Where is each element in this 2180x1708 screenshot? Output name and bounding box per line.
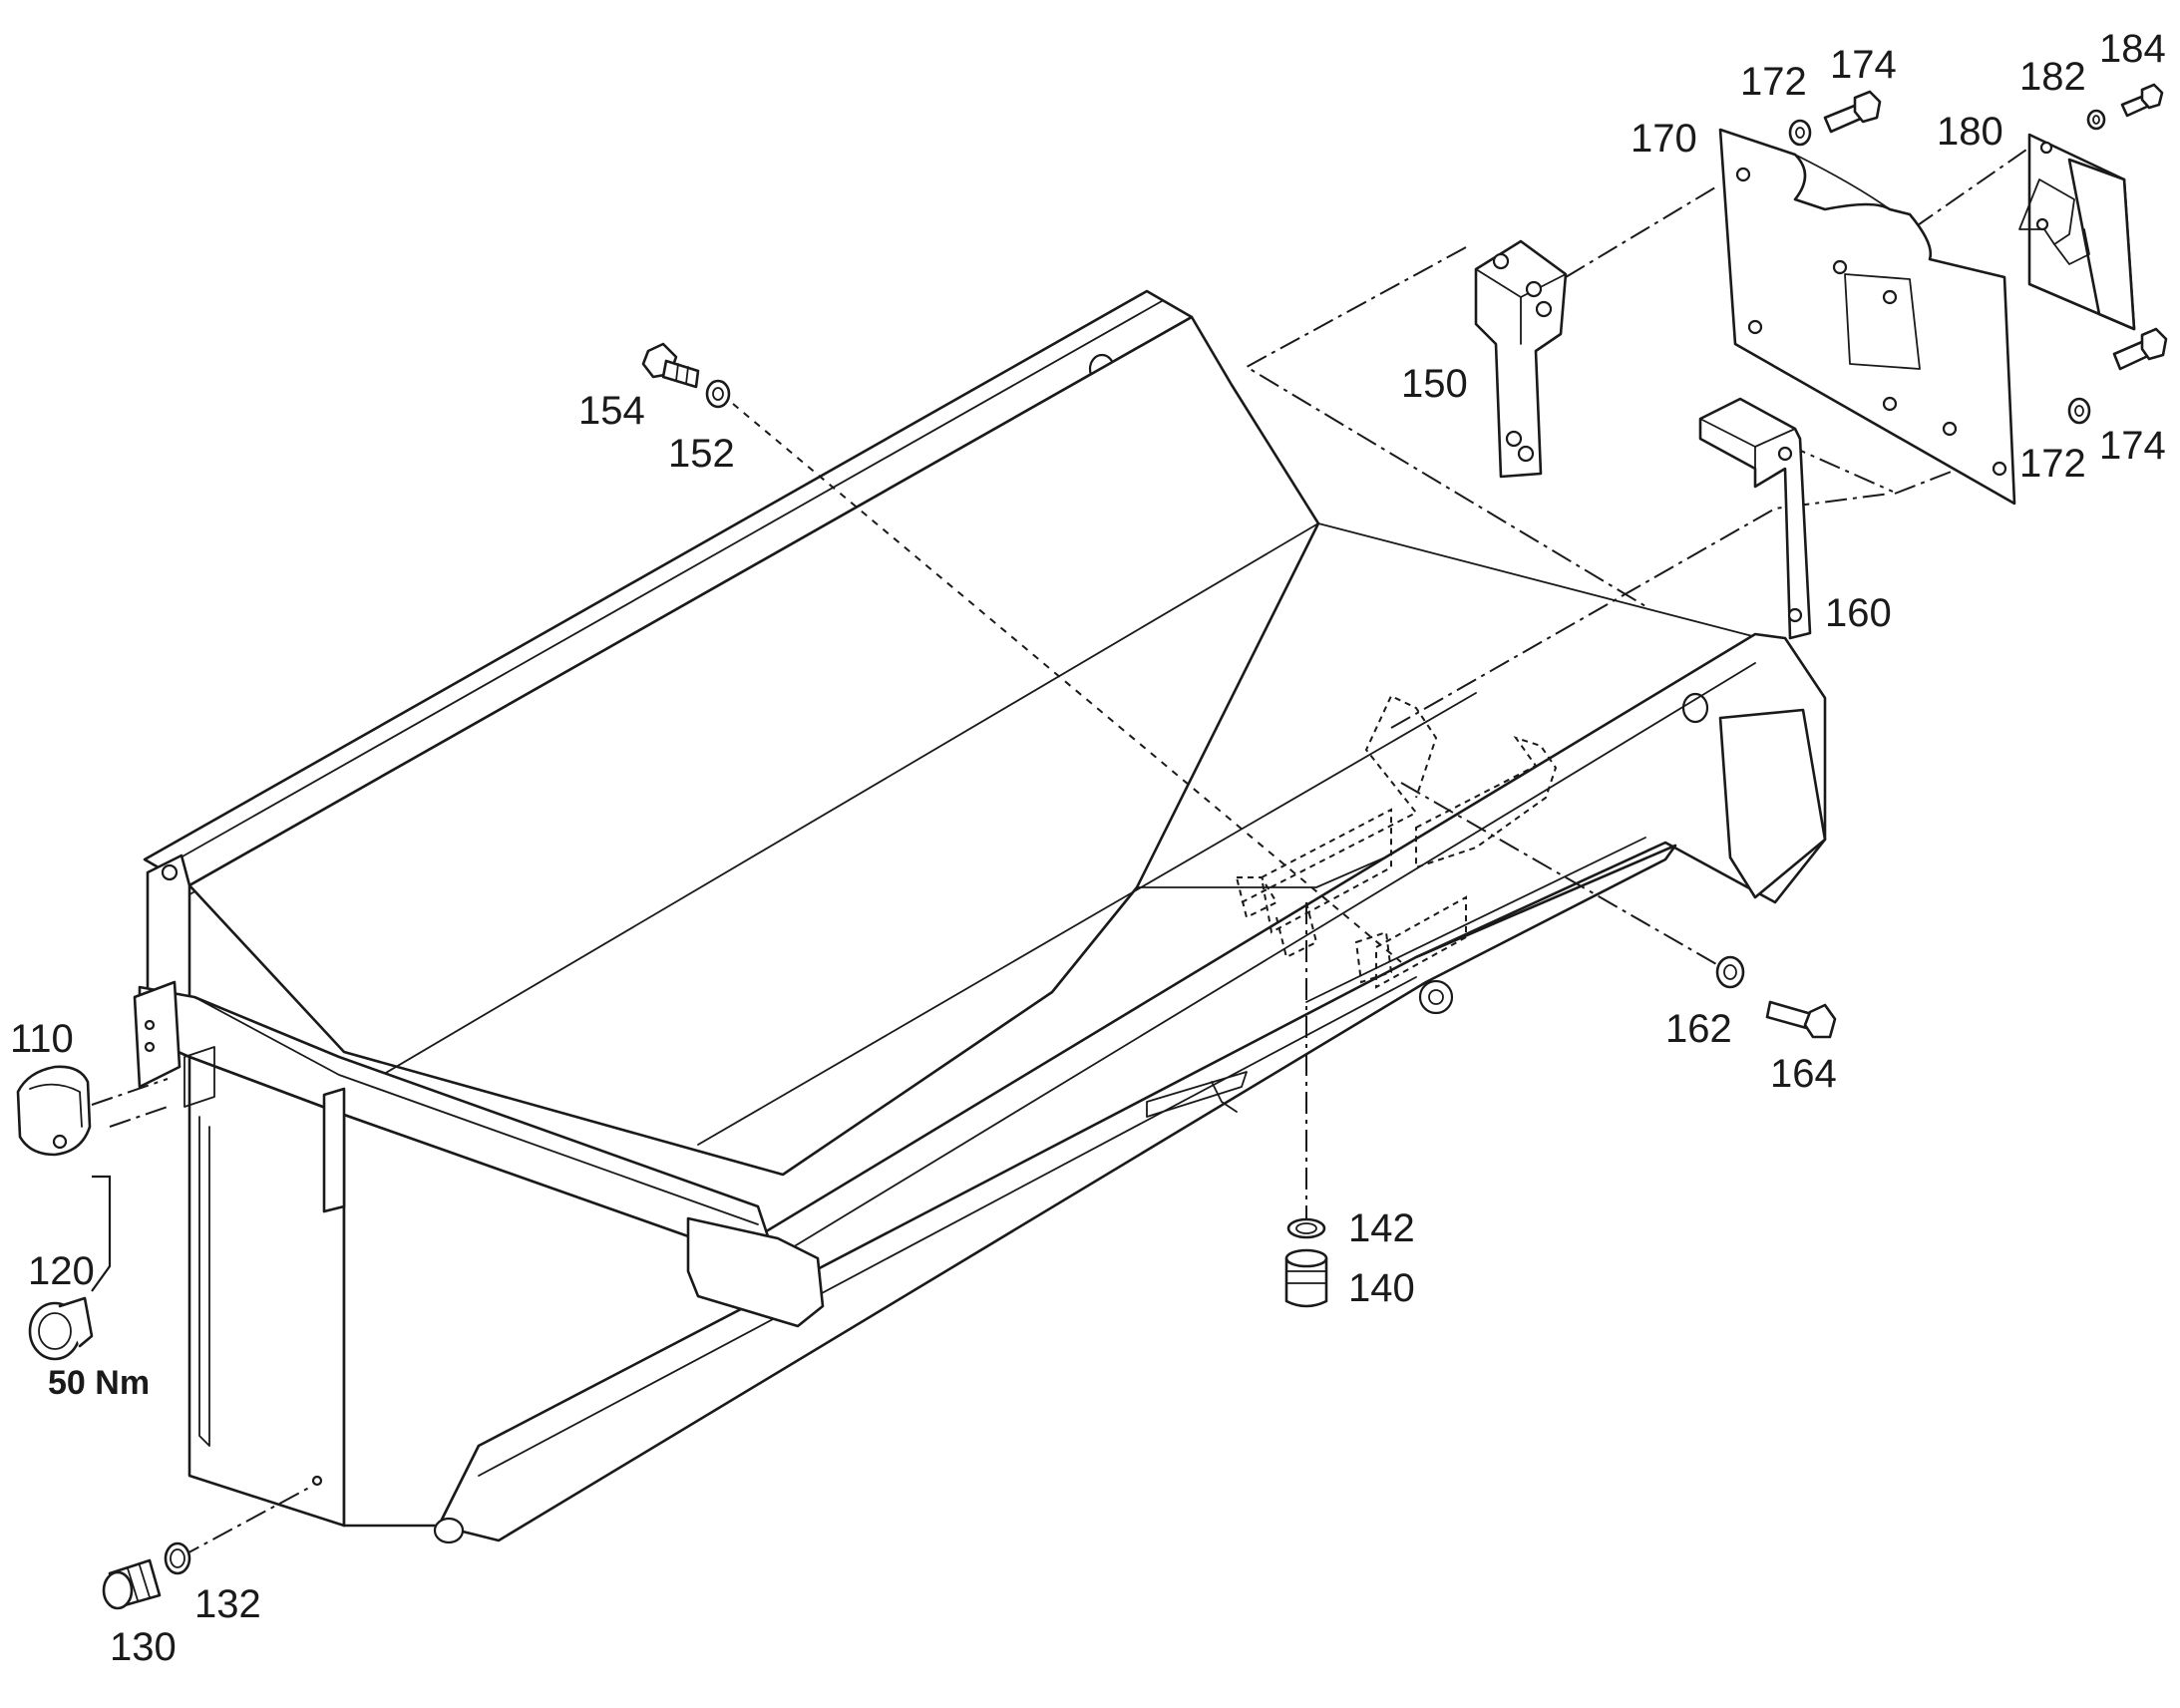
callout-160: 160 (1825, 591, 1892, 635)
part-120-plug (28, 1296, 94, 1361)
callout-154: 154 (578, 389, 645, 433)
callout-182: 182 (2019, 55, 2086, 99)
callout-140: 140 (1348, 1266, 1415, 1310)
washer-162 (1715, 955, 1745, 989)
part-180-housing (2018, 133, 2136, 331)
callout-132: 132 (194, 1582, 261, 1626)
callout-142: 142 (1348, 1206, 1415, 1250)
washer-172-top (1788, 119, 1812, 147)
callout-152: 152 (668, 432, 735, 476)
callout-174-top: 174 (1830, 43, 1897, 87)
bolt-184 (2120, 83, 2164, 118)
callout-170: 170 (1631, 117, 1697, 161)
callout-172-right: 172 (2019, 442, 2086, 486)
part-140-plug (1284, 1248, 1328, 1308)
callout-180: 180 (1937, 110, 2003, 154)
callout-120: 120 (28, 1249, 95, 1293)
torque-label: 50 Nm (48, 1364, 150, 1402)
callout-174-right: 174 (2099, 424, 2166, 468)
callout-164: 164 (1770, 1052, 1837, 1096)
dump-body (133, 289, 1827, 1544)
callout-150: 150 (1401, 362, 1468, 406)
part-110-cap (16, 1065, 92, 1157)
callout-labels: 110 120 50 Nm 130 132 142 140 150 154 15… (10, 27, 2166, 1669)
part-150-bracket (1474, 239, 1568, 479)
callout-110: 110 (10, 1017, 74, 1061)
washer-172-right (2067, 397, 2091, 425)
part-132-seal (164, 1541, 191, 1575)
part-170-plate (1718, 128, 2016, 506)
washer-182 (2086, 109, 2106, 131)
bolt-174-top (1823, 90, 1882, 134)
part-142-seal (1286, 1217, 1326, 1239)
bolt-164 (1765, 1000, 1837, 1039)
part-160-bracket (1698, 397, 1812, 640)
callout-172-top: 172 (1740, 60, 1807, 104)
bolt-154 (641, 342, 700, 389)
bolt-174-right (2112, 327, 2168, 371)
callout-130: 130 (110, 1625, 177, 1669)
washer-152 (705, 379, 731, 409)
callout-162: 162 (1665, 1007, 1732, 1051)
callout-184: 184 (2099, 27, 2166, 71)
hidden-support-brackets (1235, 694, 1558, 989)
part-130-plug (102, 1558, 162, 1610)
